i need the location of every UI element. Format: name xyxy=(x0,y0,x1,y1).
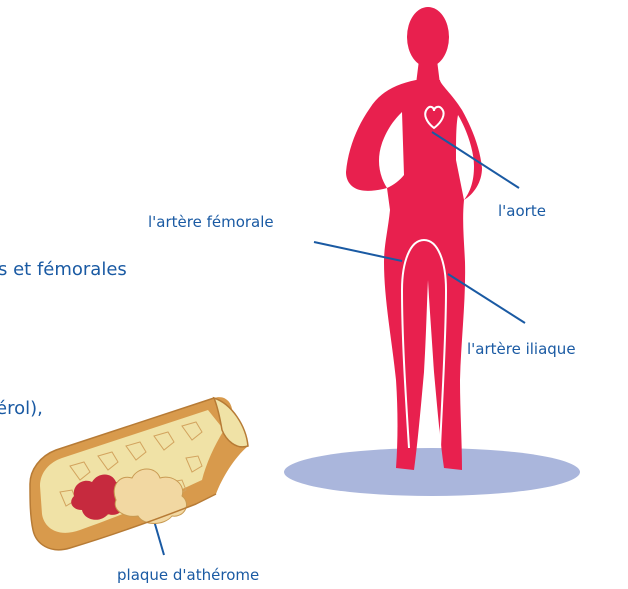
human-figure xyxy=(346,7,482,470)
floor-shadow xyxy=(284,448,580,496)
partial-text-line-2: érol), xyxy=(0,398,43,420)
label-artere-iliaque: l'artère iliaque xyxy=(467,340,576,358)
artery-cross-section xyxy=(30,397,248,550)
figure-head xyxy=(407,7,449,67)
label-aorte: l'aorte xyxy=(498,202,546,220)
label-artere-femorale: l'artère fémorale xyxy=(148,213,274,231)
label-plaque-atherome: plaque d'athérome xyxy=(117,566,259,584)
partial-text-line-1: s et fémorales xyxy=(0,259,127,281)
